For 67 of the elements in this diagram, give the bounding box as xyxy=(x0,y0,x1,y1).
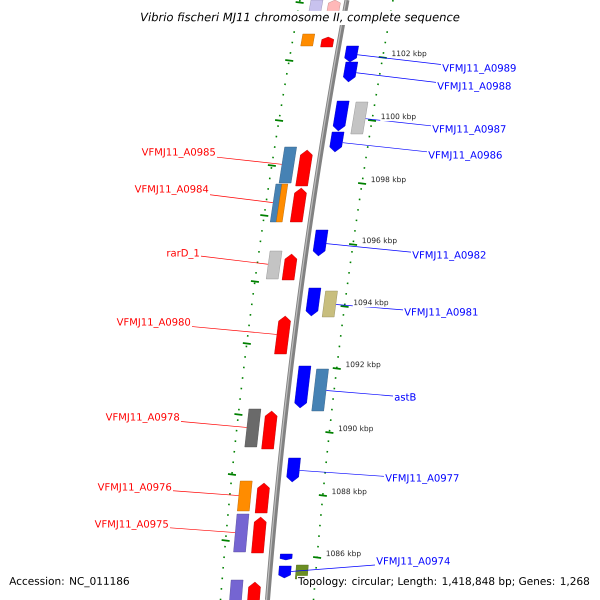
gene-block xyxy=(274,316,291,354)
gene-block xyxy=(330,132,344,152)
leader-line xyxy=(170,527,236,533)
gene-block xyxy=(270,184,282,222)
leader-line xyxy=(200,256,268,265)
gene-label: VFMJ11_A0989 xyxy=(442,64,516,74)
gene-label: astB xyxy=(394,393,416,401)
leader-line xyxy=(357,54,442,65)
leader-line xyxy=(326,390,394,396)
leader-line xyxy=(210,194,274,203)
gene-block xyxy=(312,230,328,256)
gene-block xyxy=(282,254,298,280)
leader-line xyxy=(326,243,412,252)
leader-line xyxy=(299,470,384,477)
gene-block xyxy=(251,516,266,554)
gene-block xyxy=(266,250,282,280)
gene-block xyxy=(237,480,252,512)
gene-label: VFMJ11_A0976 xyxy=(98,483,172,493)
gene-block xyxy=(294,366,312,408)
gene-block xyxy=(280,554,293,560)
title: Vibrio fischeri MJ11 chromosome II, complete sequence xyxy=(138,10,462,26)
gene-block xyxy=(320,36,334,48)
gene-block xyxy=(312,368,329,412)
leader-line xyxy=(290,564,376,572)
gene-label: VFMJ11_A0974 xyxy=(376,557,450,567)
gene-label: VFMJ11_A0982 xyxy=(412,251,486,261)
leader-line xyxy=(342,142,428,152)
gene-block xyxy=(344,46,359,62)
gene-block xyxy=(254,482,270,514)
gene-block xyxy=(286,458,301,482)
gene-block xyxy=(228,580,244,600)
leader-line xyxy=(365,118,432,126)
gene-block xyxy=(295,150,313,186)
gene-label: VFMJ11_A0988 xyxy=(437,82,511,92)
leader-line xyxy=(216,156,282,165)
gene-label: VFMJ11_A0977 xyxy=(385,474,459,484)
gene-block xyxy=(343,62,358,82)
gene-block xyxy=(244,408,262,448)
gene-block xyxy=(322,290,338,318)
gene-block xyxy=(300,34,315,46)
gene-block xyxy=(332,100,350,132)
gene-block xyxy=(233,514,250,552)
leader-line xyxy=(356,72,436,83)
gene-label: VFMJ11_A0980 xyxy=(116,318,190,328)
gene-block xyxy=(261,410,278,450)
gene-label: VFMJ11_A0981 xyxy=(404,308,478,318)
gene-block xyxy=(278,566,292,578)
gene-label: VFMJ11_A0987 xyxy=(432,125,506,135)
leader-line xyxy=(192,326,277,335)
gene-block xyxy=(278,146,297,184)
summary-text: Topology: circular; Length: 1,418,848 bp; Genes: 1,268 xyxy=(297,576,591,588)
gene-label: rarD_1 xyxy=(167,249,199,259)
gene-block xyxy=(306,288,322,316)
gene-label: VFMJ11_A0985 xyxy=(142,148,215,158)
gene-block xyxy=(326,0,341,12)
leader-line xyxy=(172,490,239,496)
leader-line xyxy=(180,421,247,428)
gene-label: VFMJ11_A0978 xyxy=(106,413,180,423)
gene-label: VFMJ11_A0986 xyxy=(428,151,502,161)
gene-block xyxy=(276,184,288,222)
accession-text: Accession: NC_011186 xyxy=(9,576,129,588)
gene-label: VFMJ11_A0984 xyxy=(134,185,208,195)
gene-label: VFMJ11_A0975 xyxy=(94,520,168,530)
gene-block xyxy=(308,0,324,12)
gene-block xyxy=(290,188,307,222)
gene-block xyxy=(350,102,368,134)
gene-block xyxy=(247,582,261,600)
